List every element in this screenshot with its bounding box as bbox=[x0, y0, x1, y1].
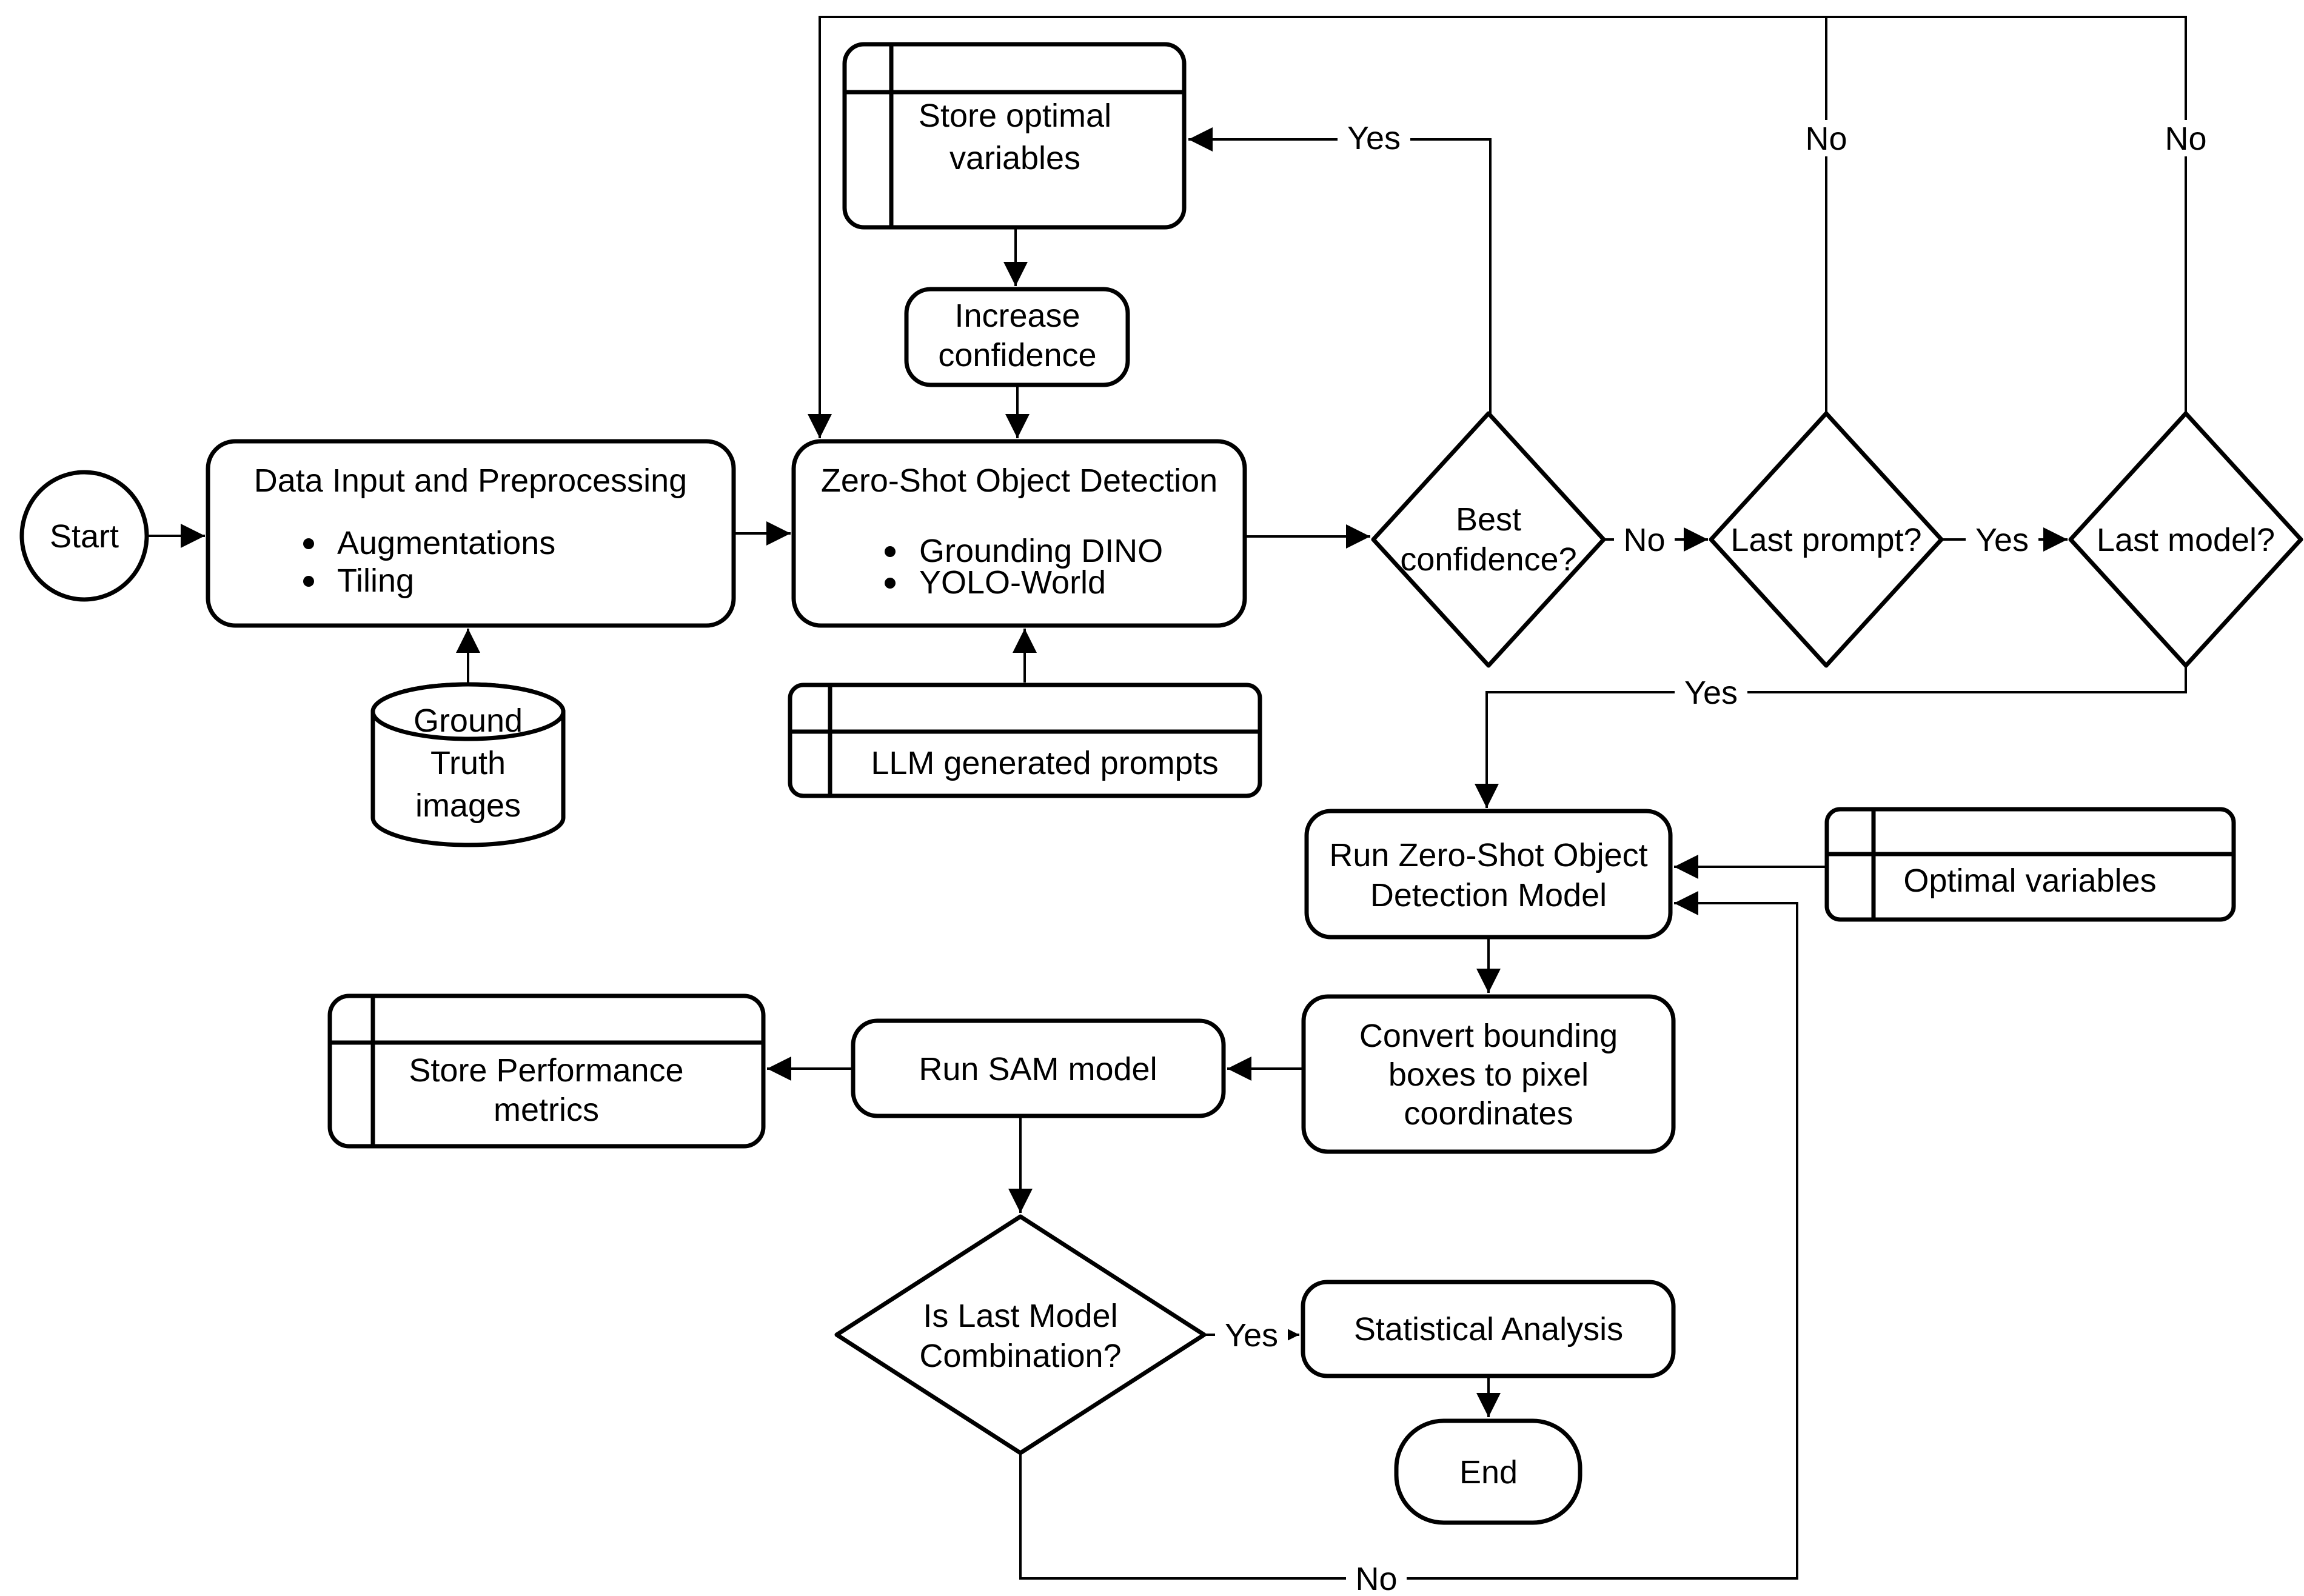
is-last-combination-diamond bbox=[834, 1214, 1207, 1455]
llm-prompts-box bbox=[788, 683, 1262, 798]
optimal-variables-box bbox=[1824, 807, 2236, 922]
last-prompt-diamond bbox=[1709, 411, 1944, 668]
node-convert-bounding-boxes: Convert bounding boxes to pixel coordina… bbox=[1301, 994, 1676, 1154]
node-zero-shot-detection: Zero-Shot Object Detection Grounding DIN… bbox=[791, 439, 1247, 628]
ground-truth-line-1: Ground bbox=[414, 703, 523, 739]
edge-label-last-model-yes: Yes bbox=[1684, 675, 1738, 711]
run-model-line-1: Run Zero-Shot Object bbox=[1329, 837, 1647, 873]
node-run-sam-model: Run SAM model bbox=[851, 1018, 1226, 1118]
node-store-optimal-variables: Store optimal variables bbox=[842, 42, 1187, 230]
edge-best-confidence-yes-to-store bbox=[1188, 127, 1492, 413]
edge-label-is-last-yes: Yes bbox=[1225, 1317, 1278, 1354]
end-terminator bbox=[1394, 1418, 1582, 1525]
last-prompt-label: Last prompt? bbox=[1730, 522, 1921, 558]
store-optimal-line-1: Store optimal bbox=[919, 98, 1111, 134]
start-circle bbox=[19, 470, 149, 602]
zero-shot-box bbox=[791, 439, 1247, 628]
store-performance-box bbox=[327, 993, 766, 1149]
bullet-icon bbox=[885, 546, 896, 557]
edge-labels: Yes No No No Yes Yes Yes No bbox=[1215, 119, 2216, 1596]
last-model-label: Last model? bbox=[2097, 522, 2275, 558]
node-store-performance-metrics: Store Performance metrics bbox=[327, 993, 766, 1149]
convert-boxes-box bbox=[1301, 994, 1676, 1154]
data-input-bullet-1: Augmentations bbox=[337, 525, 555, 561]
node-data-input: Data Input and Preprocessing Augmentatio… bbox=[206, 439, 736, 628]
edge-label-is-last-no: No bbox=[1355, 1561, 1397, 1596]
run-sam-box bbox=[851, 1018, 1226, 1118]
bullet-icon bbox=[303, 538, 314, 549]
edge-label-last-prompt-no: No bbox=[1805, 121, 1847, 157]
edge-last-model-yes-to-run-model bbox=[1475, 666, 2187, 808]
run-model-line-2: Detection Model bbox=[1370, 877, 1607, 913]
label-bg bbox=[2155, 120, 2216, 156]
edge-is-last-no-to-run-model bbox=[1019, 891, 1798, 1580]
last-model-diamond bbox=[2068, 411, 2303, 668]
edges bbox=[147, 16, 2187, 1580]
store-performance-line-1: Store Performance bbox=[409, 1052, 683, 1089]
node-run-zero-shot-model: Run Zero-Shot Object Detection Model bbox=[1304, 809, 1673, 940]
best-confidence-diamond bbox=[1371, 411, 1606, 668]
label-bg bbox=[1338, 119, 1410, 156]
zero-shot-bullet-2: YOLO-World bbox=[919, 564, 1106, 601]
label-bg bbox=[1614, 521, 1675, 558]
store-optimal-box bbox=[842, 42, 1187, 230]
ground-truth-line-3: images bbox=[415, 787, 521, 824]
label-bg bbox=[1966, 521, 2038, 558]
ground-truth-line-2: Truth bbox=[430, 745, 506, 781]
convert-boxes-line-1: Convert bounding bbox=[1359, 1018, 1618, 1054]
data-input-bullet-2: Tiling bbox=[337, 563, 414, 599]
llm-prompts-label: LLM generated prompts bbox=[871, 745, 1218, 781]
store-performance-line-2: metrics bbox=[494, 1092, 599, 1128]
bullet-icon bbox=[885, 578, 896, 589]
bullet-icon bbox=[303, 576, 314, 587]
node-last-prompt: Last prompt? bbox=[1709, 411, 1944, 668]
node-statistical-analysis: Statistical Analysis bbox=[1301, 1280, 1676, 1378]
increase-confidence-box bbox=[904, 287, 1130, 387]
node-ground-truth-images: Ground Truth images bbox=[370, 682, 566, 847]
start-label: Start bbox=[50, 518, 119, 555]
data-input-box bbox=[206, 439, 736, 628]
node-llm-generated-prompts: LLM generated prompts bbox=[788, 683, 1262, 798]
edge-label-best-confidence-no: No bbox=[1623, 522, 1665, 558]
zero-shot-title: Zero-Shot Object Detection bbox=[821, 462, 1217, 499]
edge-label-best-confidence-yes: Yes bbox=[1347, 120, 1401, 156]
is-last-combination-line-1: Is Last Model bbox=[923, 1298, 1117, 1334]
end-label: End bbox=[1459, 1454, 1518, 1491]
node-start: Start bbox=[19, 470, 149, 602]
best-confidence-line-1: Best bbox=[1456, 501, 1521, 538]
increase-confidence-line-1: Increase bbox=[954, 298, 1080, 334]
statistical-analysis-label: Statistical Analysis bbox=[1354, 1311, 1623, 1347]
label-bg bbox=[1675, 674, 1747, 710]
edge-label-last-model-no: No bbox=[2165, 121, 2206, 157]
edge-label-last-prompt-yes: Yes bbox=[1975, 522, 2029, 558]
best-confidence-line-2: confidence? bbox=[1400, 541, 1576, 578]
node-increase-confidence: Increase confidence bbox=[904, 287, 1130, 387]
optimal-variables-label: Optimal variables bbox=[1903, 863, 2156, 899]
increase-confidence-line-2: confidence bbox=[938, 337, 1096, 373]
node-is-last-model-combination: Is Last Model Combination? bbox=[834, 1214, 1207, 1455]
data-input-title: Data Input and Preprocessing bbox=[254, 462, 687, 499]
zero-shot-bullet-1: Grounding DINO bbox=[919, 533, 1163, 569]
label-bg bbox=[1215, 1317, 1288, 1353]
ground-truth-cylinder-top bbox=[370, 682, 566, 741]
run-sam-label: Run SAM model bbox=[919, 1051, 1157, 1087]
label-bg bbox=[1796, 120, 1857, 156]
is-last-combination-line-2: Combination? bbox=[919, 1338, 1121, 1374]
convert-boxes-line-3: coordinates bbox=[1404, 1095, 1573, 1132]
edge-last-model-no-to-zero-shot bbox=[808, 16, 2187, 438]
node-end: End bbox=[1394, 1418, 1582, 1525]
convert-boxes-line-2: boxes to pixel bbox=[1388, 1057, 1589, 1093]
node-optimal-variables: Optimal variables bbox=[1824, 807, 2236, 922]
store-optimal-line-2: variables bbox=[949, 140, 1080, 176]
label-bg bbox=[1346, 1560, 1407, 1596]
run-model-box bbox=[1304, 809, 1673, 940]
node-best-confidence: Best confidence? bbox=[1371, 411, 1606, 668]
statistical-analysis-box bbox=[1301, 1280, 1676, 1378]
node-last-model: Last model? bbox=[2068, 411, 2303, 668]
